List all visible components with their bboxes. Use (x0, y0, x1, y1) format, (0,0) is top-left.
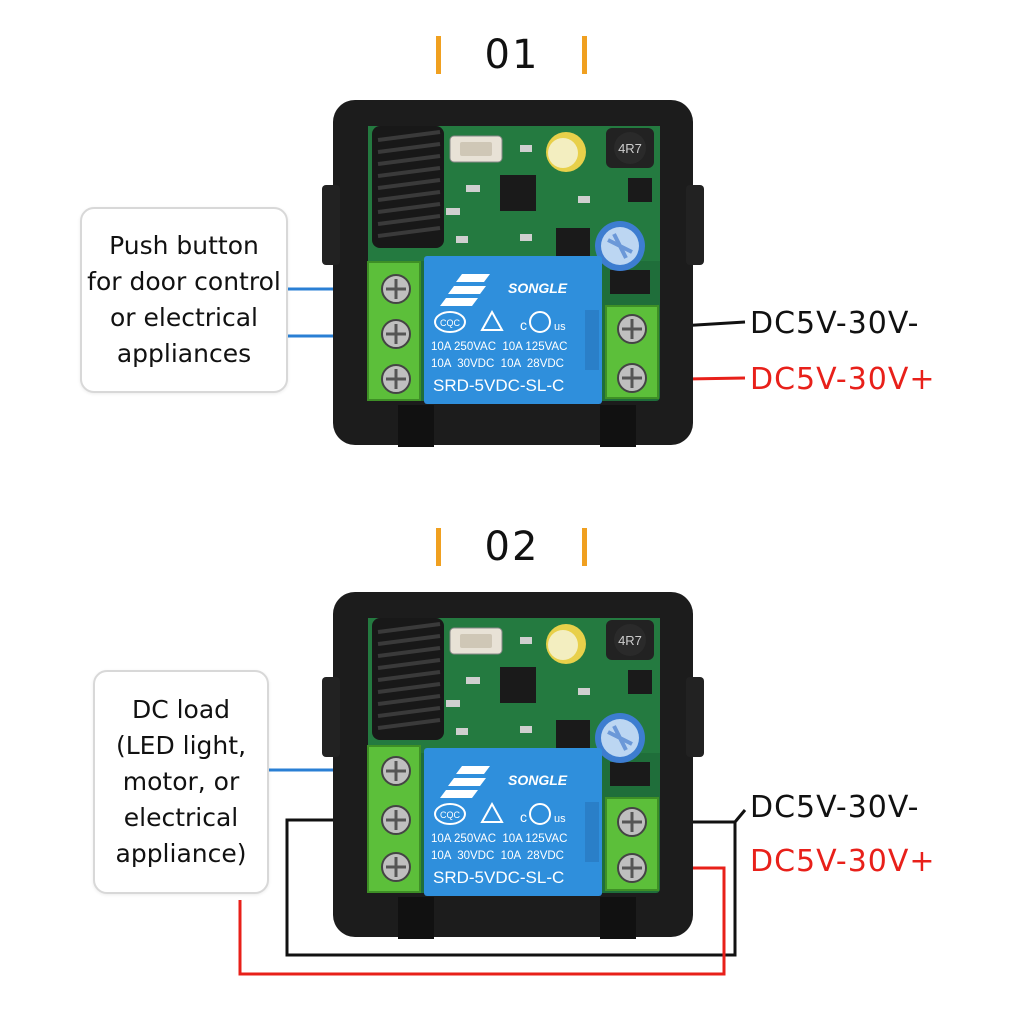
callout-line: Push button (109, 231, 259, 260)
callout-line: appliance) (115, 839, 247, 868)
relay: SONGLE CQC c us 10A 250VAC 10A 125VAC 10… (424, 748, 602, 896)
relay-module-diagram: 4R7 (238, 592, 747, 976)
svg-text:us: us (554, 813, 566, 825)
antenna-coil-icon (372, 126, 444, 248)
left-terminal-block (367, 745, 421, 893)
relay-module-diagram: 4R7 (285, 100, 746, 447)
svg-text:c: c (520, 317, 527, 333)
dc-positive-label: DC5V-30V+ (750, 844, 936, 879)
accent-bar-right (582, 36, 587, 74)
section-1: 01 (80, 32, 936, 447)
svg-text:us: us (554, 321, 566, 333)
callout-line: for door control (87, 267, 281, 296)
negative-wire (733, 809, 747, 823)
relay-rating-2: 10A 30VDC 10A 28VDC (431, 850, 564, 862)
svg-text:c: c (520, 809, 527, 825)
relay-cert: CQC (440, 318, 461, 328)
right-terminal-block (605, 305, 659, 399)
relay-model: SRD-5VDC-SL-C (433, 376, 564, 395)
dc-negative-label: DC5V-30V- (750, 306, 920, 341)
antenna-coil-icon (372, 618, 444, 740)
dc-negative-label: DC5V-30V- (750, 790, 920, 825)
callout-box: Push button for door control or electric… (80, 207, 288, 393)
callout-box: DC load (LED light, motor, or electrical… (93, 670, 269, 894)
accent-bar-right (582, 528, 587, 566)
section-2: 02 (0, 492, 1024, 1004)
callout-line: appliances (116, 339, 252, 368)
load-return-wire (285, 818, 737, 957)
right-terminal-block (605, 797, 659, 891)
callout-line: or electrical (109, 303, 258, 332)
callout-line: DC load (131, 695, 231, 724)
relay: SONGLE CQC c us 10A 250VAC 10A 125VAC 10… (424, 256, 602, 404)
callout-line: motor, or (122, 767, 240, 796)
section-number: 02 (484, 524, 540, 570)
callout-line: (LED light, (115, 731, 247, 760)
load-positive-wire (238, 866, 726, 976)
accent-bar-left (436, 528, 441, 566)
inductor-label: 4R7 (618, 633, 642, 648)
relay-rating-2: 10A 30VDC 10A 28VDC (431, 358, 564, 370)
relay-rating-1: 10A 250VAC 10A 125VAC (431, 833, 567, 845)
relay-model: SRD-5VDC-SL-C (433, 868, 564, 887)
relay-brand: SONGLE (508, 280, 568, 296)
relay-cert: CQC (440, 810, 461, 820)
relay-brand: SONGLE (508, 772, 568, 788)
callout-line: electrical (123, 803, 239, 832)
inductor-label: 4R7 (618, 141, 642, 156)
relay-rating-1: 10A 250VAC 10A 125VAC (431, 341, 567, 353)
dc-positive-label: DC5V-30V+ (750, 362, 936, 397)
accent-bar-left (436, 36, 441, 74)
section-number: 01 (484, 32, 540, 78)
left-terminal-block (367, 261, 421, 401)
